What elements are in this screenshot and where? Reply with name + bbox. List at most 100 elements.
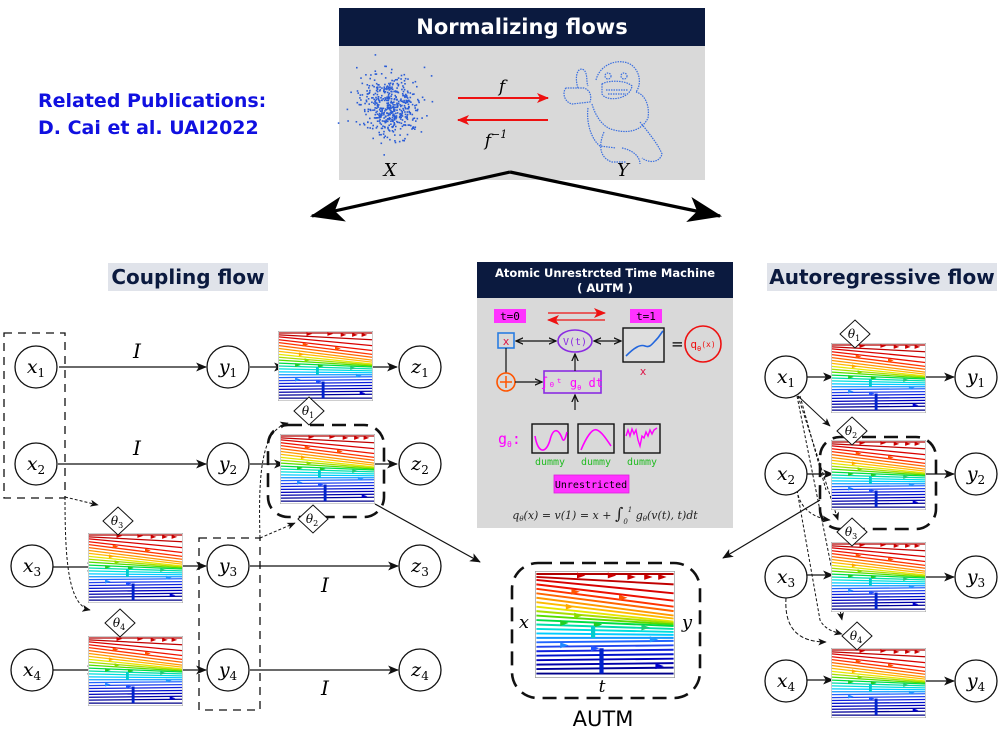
cloud-point (376, 113, 379, 115)
coupling-flow-title: Coupling flow (111, 265, 264, 289)
coupling-theta4-label: θ4 (113, 616, 125, 632)
cloud-point (399, 128, 402, 130)
cloud-point (374, 73, 377, 75)
cloud-point (386, 88, 388, 91)
cloud-point (406, 99, 408, 102)
cloud-point (404, 116, 407, 118)
cloud-point (415, 104, 418, 106)
ar-y1-node-circle (954, 355, 998, 399)
cloud-point (363, 108, 366, 111)
cloud-point (380, 113, 382, 116)
cloud-point (373, 117, 376, 119)
coupling-x1-node-label: x1 (27, 356, 45, 380)
forward-label: f (497, 77, 508, 97)
cloud-point (337, 122, 340, 124)
cloud-point (386, 91, 389, 94)
cloud-point (389, 84, 391, 86)
cloud-point (401, 93, 404, 95)
cloud-point (390, 100, 393, 103)
cloud-point (376, 110, 378, 113)
cloud-point (375, 98, 378, 101)
cloud-point (387, 86, 390, 88)
cloud-point (382, 112, 385, 115)
cloud-point (373, 79, 376, 81)
cloud-point (403, 73, 406, 76)
cloud-point (385, 86, 388, 88)
cloud-point (402, 101, 404, 103)
coupling-flow-section: Coupling flow I I I I (3, 263, 481, 711)
cloud-point (381, 94, 383, 97)
v-t-node (557, 329, 593, 353)
ar-theta1-diamond (839, 319, 871, 349)
autoregressive-flow-title: Autoregressive flow (769, 265, 994, 289)
related-publications: Related Publications: D. Cai et al. UAI2… (38, 88, 266, 142)
autm-bottom-y: y (681, 612, 693, 633)
cloud-point (406, 133, 409, 136)
cloud-point (394, 115, 397, 118)
ar-y4-node: y4 (954, 659, 998, 703)
cloud-point (381, 112, 383, 115)
cloud-point (399, 99, 402, 102)
cloud-point (357, 92, 359, 94)
cloud-point (380, 114, 382, 117)
transform-curve-icon (625, 330, 664, 357)
cloud-point (394, 109, 396, 111)
ar-y1-node-label: y1 (966, 366, 985, 390)
cloud-point (380, 123, 383, 126)
cloud-point (406, 111, 409, 113)
cloud-point (379, 90, 381, 92)
cloud-point (394, 94, 396, 97)
cloud-point (404, 77, 407, 80)
x12-group-box (3, 332, 66, 499)
cloud-point (374, 113, 377, 116)
cloud-point (386, 102, 388, 105)
cloud-point (407, 107, 410, 109)
cloud-point (392, 110, 394, 113)
cloud-point (395, 96, 397, 98)
cloud-point (361, 82, 364, 85)
nf-header-bar (339, 8, 705, 46)
cloud-point (403, 80, 406, 82)
cloud-point (383, 90, 385, 92)
ar-theta4: θ4 (841, 621, 873, 651)
cloud-point (381, 108, 383, 111)
cloud-point (380, 142, 383, 145)
ar-y3-node-circle (954, 555, 998, 599)
cloud-point (426, 115, 428, 117)
cloud-point (369, 127, 371, 129)
identity-label-4: I (320, 676, 330, 700)
coupling-theta2-label: θ2 (306, 512, 318, 528)
cloud-point (381, 120, 384, 122)
cloud-point (369, 77, 371, 80)
coupling-theta4-diamond (104, 608, 136, 638)
cloud-point (373, 98, 375, 101)
cloud-point (368, 87, 370, 89)
autm-header-line-2: ( AUTM ) (577, 281, 633, 295)
cloud-point (382, 133, 385, 135)
stream-plot-3 (88, 533, 183, 603)
cloud-point (367, 93, 369, 95)
cloud-point (376, 107, 378, 109)
ar-y3-node: y3 (954, 555, 998, 599)
cloud-point (388, 92, 391, 95)
ar-y2-node-circle (954, 452, 998, 496)
cloud-point (396, 109, 398, 111)
coupling-y1-node-circle (206, 345, 250, 389)
cloud-point (409, 92, 412, 94)
cloud-point (386, 85, 389, 87)
cloud-point (387, 105, 389, 107)
cloud-point (398, 121, 401, 124)
coupling-theta3-label: θ3 (111, 514, 123, 530)
ar-edge-x1-theta3 (797, 395, 839, 521)
cloud-point (391, 126, 394, 129)
coupling-theta3-diamond (102, 506, 134, 536)
cloud-point (414, 107, 416, 109)
cloud-point (366, 126, 369, 129)
cloud-point (375, 117, 377, 119)
cloud-point (407, 78, 409, 80)
cloud-point (383, 86, 386, 88)
cloud-point (380, 97, 382, 99)
cloud-point (386, 112, 388, 115)
cloud-point (384, 126, 386, 129)
cloud-point (385, 120, 387, 122)
